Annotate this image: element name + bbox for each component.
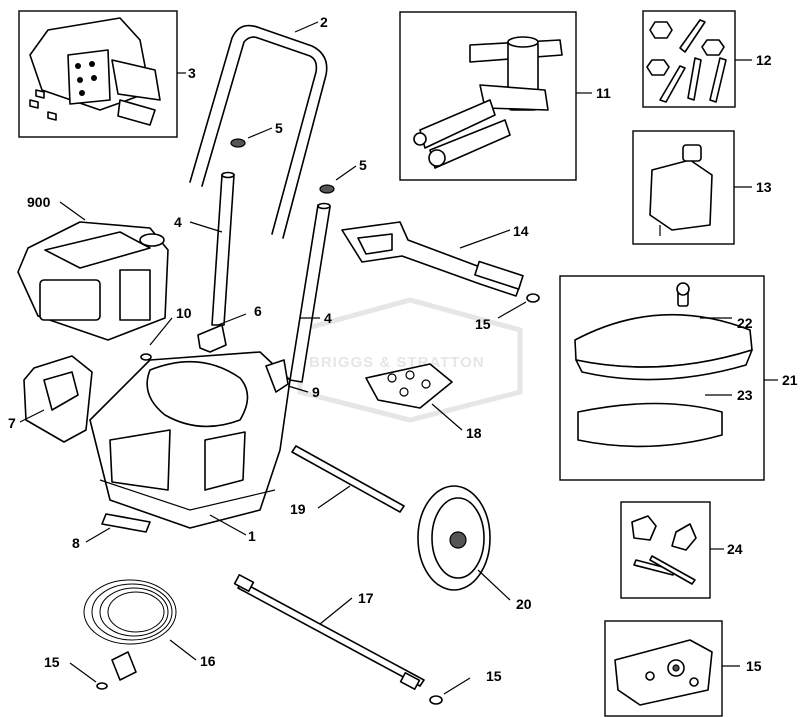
part-3-control-panel xyxy=(18,10,186,138)
callout-14: 14 xyxy=(513,223,529,239)
part-8-grip xyxy=(85,513,151,543)
part-20-wheel xyxy=(417,485,511,601)
part-11-pump xyxy=(399,11,592,181)
watermark-text: BRIGGS & STRATTON xyxy=(309,354,485,371)
callout-3: 3 xyxy=(188,65,196,81)
callout-2: 2 xyxy=(320,14,328,30)
callout-15b: 15 xyxy=(44,654,60,670)
callout-5b: 5 xyxy=(359,157,367,173)
part-900-engine xyxy=(17,201,169,341)
callout-23: 23 xyxy=(737,387,753,403)
part-14-spray-gun xyxy=(341,221,524,297)
callout-5a: 5 xyxy=(275,120,283,136)
callout-6: 6 xyxy=(254,303,262,319)
callout-4a: 4 xyxy=(174,214,182,230)
part-17-wand xyxy=(233,574,425,690)
callout-10: 10 xyxy=(176,305,192,321)
callout-17: 17 xyxy=(358,590,374,606)
callout-15d: 15 xyxy=(746,658,762,674)
part-21-surface-cleaner xyxy=(559,275,778,481)
callout-1: 1 xyxy=(248,528,256,544)
callout-16: 16 xyxy=(200,653,216,669)
part-10-washer xyxy=(140,317,173,361)
callout-19: 19 xyxy=(290,501,306,517)
callout-24: 24 xyxy=(727,541,743,557)
part-18-nozzle-holder xyxy=(365,363,463,431)
callout-900: 900 xyxy=(27,194,51,210)
callout-13: 13 xyxy=(756,179,772,195)
part-15-bracket-kit xyxy=(604,620,740,717)
callout-9: 9 xyxy=(312,384,320,400)
part-6-bracket xyxy=(197,313,247,353)
callout-4b: 4 xyxy=(324,310,332,326)
part-13-oil-bottle xyxy=(632,130,752,245)
part-19-axle xyxy=(291,445,405,513)
part-2-handle xyxy=(189,21,328,239)
callout-15a: 15 xyxy=(475,316,491,332)
part-5-caps xyxy=(230,127,357,194)
part-7-holder xyxy=(19,355,93,443)
callout-7: 7 xyxy=(8,415,16,431)
part-12-hardware xyxy=(642,10,752,108)
callout-8: 8 xyxy=(72,535,80,551)
callout-12: 12 xyxy=(756,52,772,68)
callout-18: 18 xyxy=(466,425,482,441)
part-15-o-rings xyxy=(69,293,540,705)
part-24-knobs xyxy=(620,501,724,599)
part-4-frame-tubes xyxy=(189,171,331,383)
part-9-clip xyxy=(265,359,309,393)
callout-15c: 15 xyxy=(486,668,502,684)
part-16-hose xyxy=(83,579,197,681)
callout-labels: 3 2 11 12 13 5 5 900 4 4 14 10 6 15 22 2… xyxy=(8,14,798,684)
callout-21: 21 xyxy=(782,372,798,388)
callout-11: 11 xyxy=(596,85,611,101)
watermark-logo: BRIGGS & STRATTON xyxy=(297,297,523,423)
callout-20: 20 xyxy=(516,596,532,612)
part-1-frame xyxy=(89,351,291,536)
callout-22: 22 xyxy=(737,315,753,331)
